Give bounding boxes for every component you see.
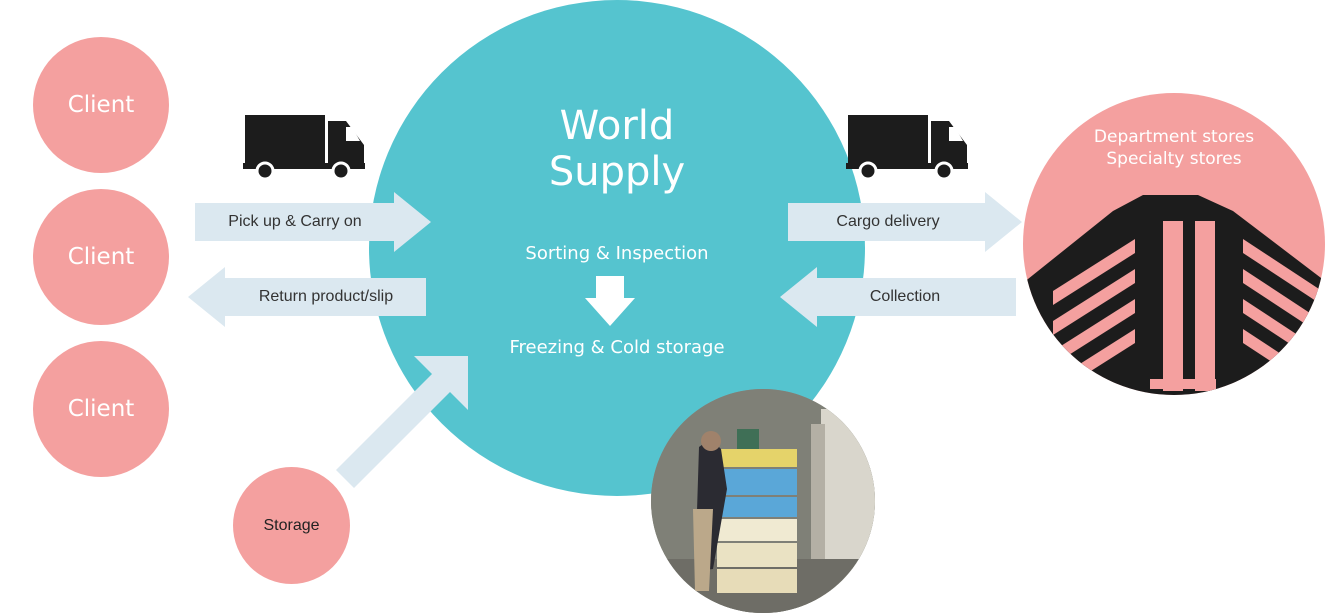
storage-circle: Storage (233, 467, 350, 584)
department-stores-circle: Department stores Specialty stores (1023, 93, 1325, 395)
pickup-arrow (195, 192, 431, 252)
pickup-label: Pick up & Carry on (228, 213, 362, 230)
storage-arrow (336, 356, 468, 488)
freezing-cold-storage-label: Freezing & Cold storage (509, 337, 725, 358)
client-circle: Client (33, 37, 169, 173)
specialty-stores-label: Specialty stores (1106, 149, 1242, 169)
client-label: Client (67, 396, 135, 422)
world-supply-circle: World Supply Sorting & Inspection Freezi… (369, 0, 865, 496)
world-supply-title: World Supply (548, 103, 686, 195)
warehouse-photo-drawing (651, 389, 875, 613)
collection-label: Collection (869, 288, 941, 305)
warehouse-photo (651, 389, 875, 613)
client-label: Client (67, 244, 135, 270)
storage-label: Storage (263, 516, 320, 534)
truck-icon (846, 115, 968, 181)
client-circle: Client (33, 189, 169, 325)
truck-icon (243, 115, 365, 181)
sorting-inspection-label: Sorting & Inspection (525, 243, 709, 264)
down-arrow-icon (585, 276, 635, 326)
department-stores-label: Department stores (1093, 127, 1255, 147)
building-icon (1023, 195, 1325, 395)
cargo-label: Cargo delivery (836, 213, 940, 230)
client-circle: Client (33, 341, 169, 477)
collection-arrow (780, 267, 1016, 327)
return-label: Return product/slip (258, 288, 394, 305)
client-label: Client (67, 92, 135, 118)
cargo-arrow (788, 192, 1022, 252)
return-arrow (188, 267, 426, 327)
